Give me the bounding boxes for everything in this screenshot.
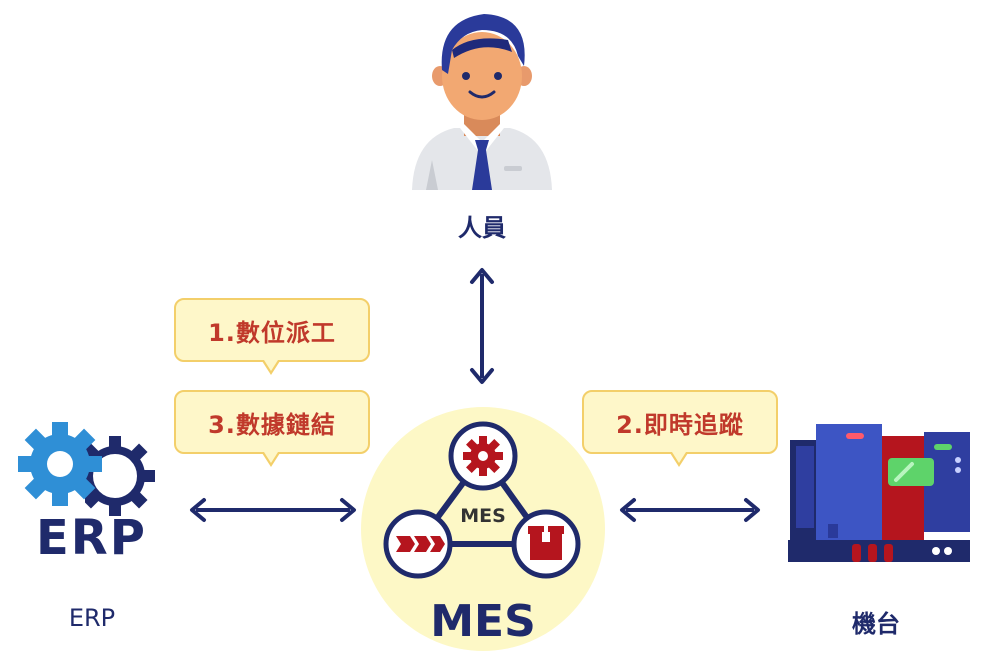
data-link-bubble: 3.數據鏈結: [174, 390, 370, 454]
mes-cycle-icon: [361, 407, 605, 651]
mes-machine-arrow: [620, 498, 760, 522]
erp-label: ERP: [68, 604, 116, 632]
person-icon: [412, 14, 552, 190]
mes-label: MES: [430, 596, 536, 647]
erp-logo-text: ERP: [36, 510, 147, 566]
tracking-bubble: 2.即時追蹤: [582, 390, 778, 454]
dispatch-bubble: 1.數位派工: [174, 298, 370, 362]
erp-mes-arrow: [190, 498, 356, 522]
machine-icon: [788, 424, 970, 562]
machine-label: 機台: [852, 610, 900, 638]
person-label: 人員: [458, 214, 506, 242]
mes-inner-text: MES: [460, 505, 506, 527]
vertical-arrow: [470, 268, 494, 384]
erp-gear-icon: [18, 422, 155, 524]
